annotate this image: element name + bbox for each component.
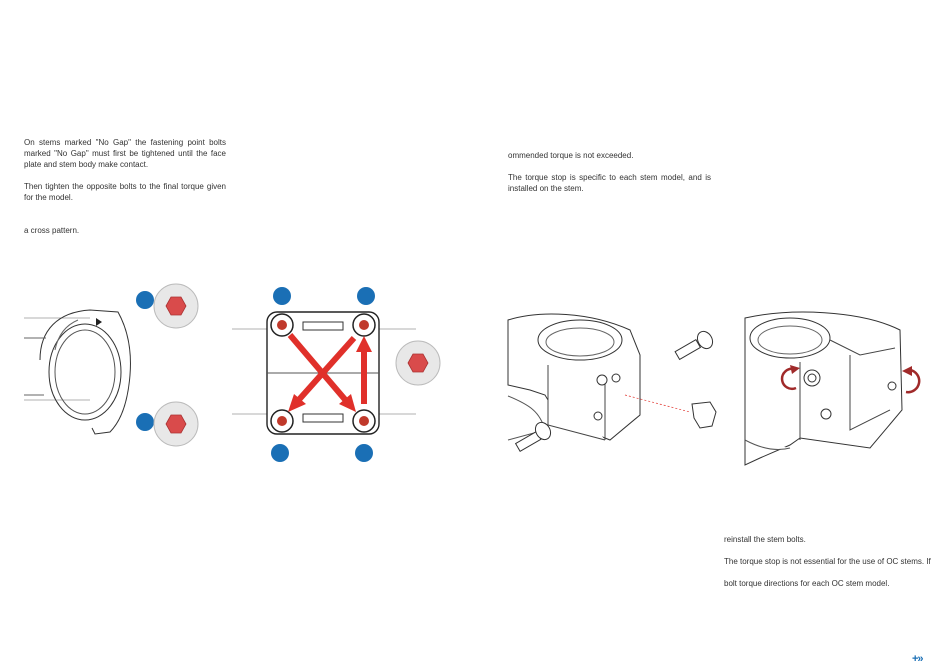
blue-marker-bottom-right [355, 444, 373, 462]
paragraph-reinstall: reinstall the stem bolts. [724, 535, 806, 544]
paragraph-no-gap: On stems marked "No Gap" the fastening p… [24, 138, 226, 169]
stem-side-view [24, 309, 131, 435]
blue-marker-bottom-left [271, 444, 289, 462]
bolt-head-icon [395, 340, 441, 386]
bolt-bottom-right [352, 409, 376, 433]
bolt-top-left [270, 313, 294, 337]
rotate-counterclockwise-icon [902, 366, 921, 394]
paragraph-bolt-directions: bolt torque directions for each OC stem … [724, 579, 890, 588]
cross-pattern-arrows [287, 333, 372, 412]
blue-marker-top-left [136, 291, 154, 309]
instructions-torque-stop: ommended torque is not exceeded. The tor… [508, 150, 711, 194]
bolt-top-right [352, 313, 376, 337]
bolt-head-icon [153, 401, 199, 447]
stem-bolt-upper [674, 330, 714, 361]
torque-stop-part [691, 401, 717, 429]
rotate-clockwise-icon [780, 365, 800, 391]
bolt-bottom-left [270, 409, 294, 433]
stem-bolt-lower [514, 421, 552, 453]
stem-torque-stop-exploded [507, 313, 717, 453]
next-page-icon[interactable]: +» [912, 653, 924, 665]
blue-marker-top-left [273, 287, 291, 305]
blue-marker-top-right [357, 287, 375, 305]
paragraph-final-torque: Then tighten the opposite bolts to the f… [24, 182, 226, 202]
paragraph-cross-pattern: a cross pattern. [24, 226, 80, 235]
instructions-oc-stems: reinstall the stem bolts. The torque sto… [724, 534, 950, 589]
instructions-no-gap: On stems marked "No Gap" the fastening p… [24, 137, 226, 236]
paragraph-torque-stop: The torque stop is specific to each stem… [508, 173, 711, 193]
blue-marker-bottom-left [136, 413, 154, 431]
bolt-head-icon [153, 283, 199, 329]
paragraph-torque-exceeded: ommended torque is not exceeded. [508, 151, 634, 160]
stem-rotation-view [744, 311, 903, 466]
paragraph-not-essential: The torque stop is not essential for the… [724, 557, 931, 566]
